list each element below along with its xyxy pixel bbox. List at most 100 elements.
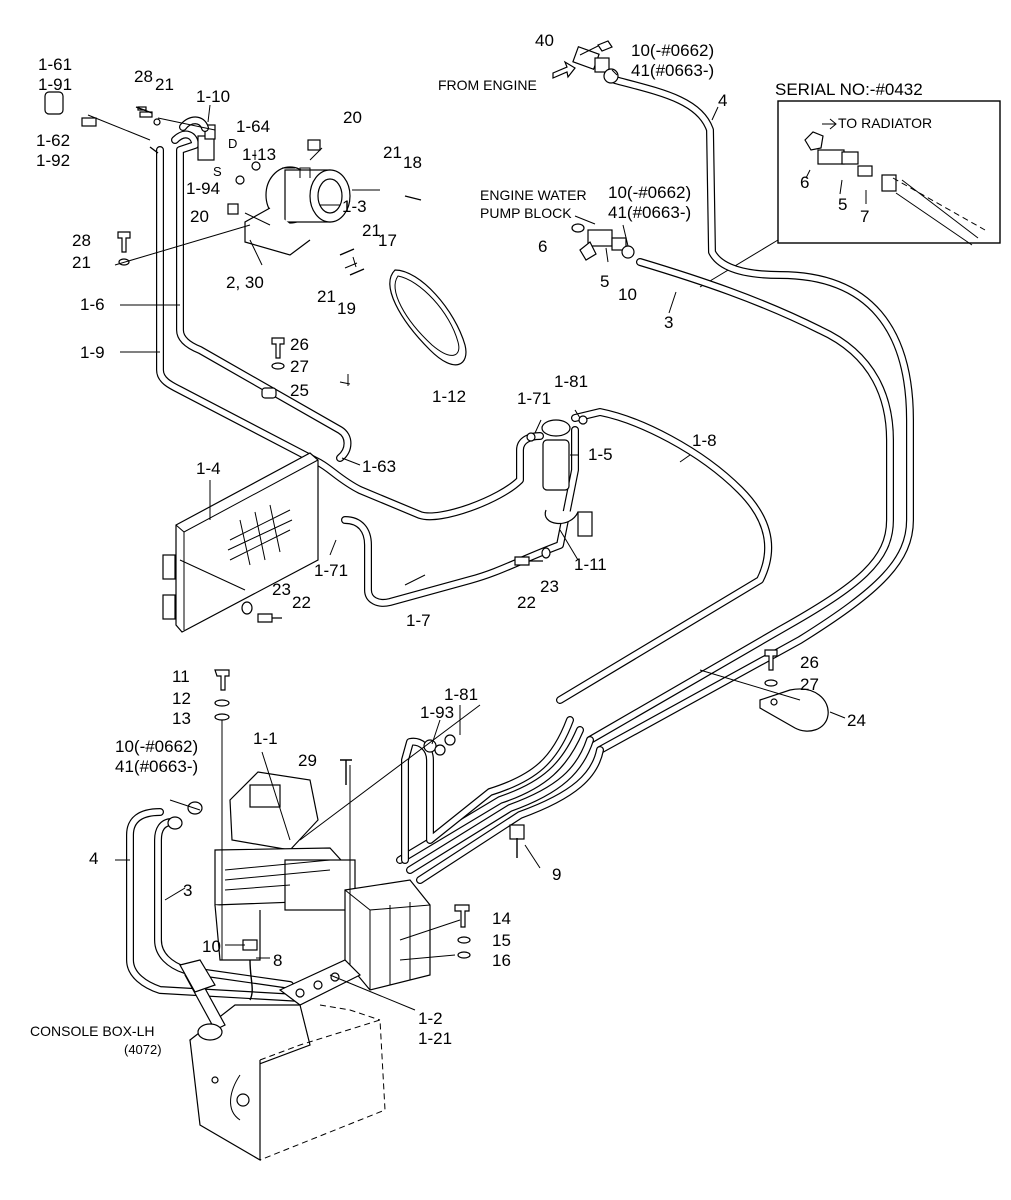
callout-8: 8 [273, 951, 282, 970]
callout-14: 14 [492, 909, 511, 928]
callout-23-right: 23 [540, 577, 559, 596]
callout-29: 29 [298, 751, 317, 770]
callout-5-mid: 5 [600, 272, 609, 291]
callout-22-left: 22 [292, 593, 311, 612]
callout-17: 17 [378, 231, 397, 250]
pipes [126, 76, 914, 1002]
leader-lines [87, 45, 846, 1011]
callout-21-bottom: 21 [317, 287, 336, 306]
callout-1-9: 1-9 [80, 343, 105, 362]
callout-41-mid: 41(#0663-) [608, 203, 691, 222]
callout-21-left: 21 [72, 253, 91, 272]
callouts: 40 10(-#0662) 41(#0663-) 4 10(-#0662) 41… [36, 31, 866, 1048]
pump-block-valve [571, 223, 635, 261]
callout-27-top: 27 [290, 357, 309, 376]
callout-1-11: 1-11 [574, 555, 607, 574]
callout-41-top: 41(#0663-) [631, 61, 714, 80]
callout-5-box: 5 [838, 195, 847, 214]
to-radiator-note: TO RADIATOR [838, 115, 932, 131]
callout-1-93: 1-93 [420, 703, 454, 722]
console-box-note-1: CONSOLE BOX-LH [30, 1023, 154, 1039]
callout-11: 11 [172, 667, 190, 686]
callout-10-b: 10 [202, 937, 221, 956]
callout-1-64: 1-64 [236, 117, 270, 136]
callout-1-92: 1-92 [36, 151, 70, 170]
callout-1-6: 1-6 [80, 295, 105, 314]
callout-41-bottom: 41(#0663-) [115, 757, 198, 776]
clamp [759, 688, 829, 732]
console-box [179, 959, 386, 1162]
callout-2-30: 2, 30 [226, 273, 264, 292]
callout-6-mid: 6 [538, 237, 547, 256]
callout-1-91: 1-91 [38, 75, 72, 94]
compressor-d-mark: D [228, 136, 237, 151]
callout-4-top: 4 [718, 91, 727, 110]
callout-10-bottom: 10(-#0662) [115, 737, 198, 756]
callout-7-box: 7 [860, 207, 869, 226]
callout-1-1: 1-1 [253, 729, 278, 748]
callout-1-12: 1-12 [432, 387, 466, 406]
callout-21-right: 21 [383, 143, 402, 162]
callout-6-box: 6 [800, 173, 809, 192]
callout-23-left: 23 [272, 580, 291, 599]
callout-1-94: 1-94 [186, 179, 220, 198]
callout-21-top: 21 [155, 75, 174, 94]
callout-1-4: 1-4 [196, 459, 221, 478]
hvac-unit [214, 771, 431, 1006]
callout-1-3: 1-3 [342, 197, 367, 216]
serial-detail-box: SERIAL NO:-#0432 TO RADIATOR 6 5 7 [699, 80, 1001, 288]
callout-1-61: 1-61 [38, 55, 72, 74]
callout-1-7: 1-7 [406, 611, 431, 630]
callout-15: 15 [492, 931, 511, 950]
callout-1-8: 1-8 [692, 431, 717, 450]
callout-1-62: 1-62 [36, 131, 70, 150]
belt [389, 269, 467, 366]
callout-1-5: 1-5 [588, 445, 613, 464]
callout-25: 25 [290, 381, 309, 400]
callout-26-top: 26 [290, 335, 309, 354]
callout-1-10: 1-10 [196, 87, 230, 106]
receiver-drier [526, 415, 593, 537]
callout-24: 24 [847, 711, 866, 730]
callout-28-left: 28 [72, 231, 91, 250]
callout-1-13: 1-13 [242, 145, 276, 164]
callout-1-2: 1-2 [418, 1009, 443, 1028]
callout-13: 13 [172, 709, 191, 728]
callout-27-right: 27 [800, 675, 819, 694]
compressor-s-mark: S [213, 164, 222, 179]
from-engine-note: FROM ENGINE [438, 77, 537, 93]
callout-3-mid: 3 [664, 313, 673, 332]
callout-20-left: 20 [190, 207, 209, 226]
callout-40: 40 [535, 31, 554, 50]
callout-1-81-bottom: 1-81 [444, 685, 478, 704]
pump-block-note-1: ENGINE WATER [480, 187, 587, 203]
callout-9: 9 [552, 865, 561, 884]
callout-10-mid: 10(-#0662) [608, 183, 691, 202]
callout-1-81-top: 1-81 [554, 372, 588, 391]
callout-28-top: 28 [134, 67, 153, 86]
callout-1-71-left: 1-71 [314, 561, 348, 580]
callout-10-top: 10(-#0662) [631, 41, 714, 60]
callout-3-bottom: 3 [183, 881, 192, 900]
fittings-top-left [44, 91, 161, 154]
callout-18: 18 [403, 153, 422, 172]
condenser [162, 452, 319, 633]
callout-20-top: 20 [343, 108, 362, 127]
serial-box-title: SERIAL NO:-#0432 [775, 80, 923, 99]
callout-10-pump: 10 [618, 285, 637, 304]
callout-26-right: 26 [800, 653, 819, 672]
callout-1-21: 1-21 [418, 1029, 452, 1048]
callout-1-63: 1-63 [362, 457, 396, 476]
pump-block-note-2: PUMP BLOCK [480, 205, 572, 221]
callout-19: 19 [337, 299, 356, 318]
callout-22-right: 22 [517, 593, 536, 612]
engine-valve [552, 40, 619, 84]
callout-16: 16 [492, 951, 511, 970]
notes: FROM ENGINE ENGINE WATER PUMP BLOCK CONS… [30, 77, 587, 1057]
callout-4-bottom: 4 [89, 849, 98, 868]
console-box-note-2: (4072) [124, 1042, 162, 1057]
callout-21-mid: 21 [362, 221, 381, 240]
callout-12: 12 [172, 689, 191, 708]
callout-1-71-top: 1-71 [517, 389, 551, 408]
